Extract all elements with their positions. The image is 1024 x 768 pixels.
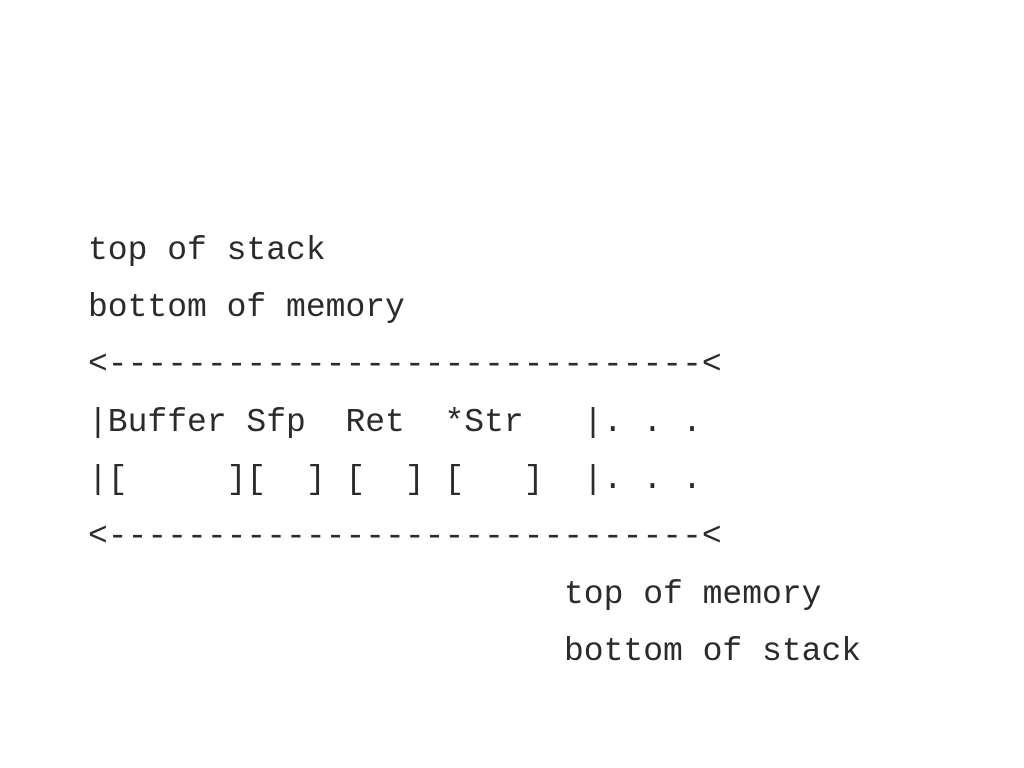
stack-brackets-row: |[ ][ ] [ ] [ ] |. . . xyxy=(88,461,702,498)
top-of-stack-label: top of stack xyxy=(88,232,326,269)
top-of-memory-label: top of memory xyxy=(564,576,822,613)
bottom-of-stack-label: bottom of stack xyxy=(564,633,862,670)
bottom-of-memory-label: bottom of memory xyxy=(88,289,405,326)
stack-divider-top: <------------------------------< xyxy=(88,346,722,383)
stack-fields-row: |Buffer Sfp Ret *Str |. . . xyxy=(88,404,702,441)
stack-divider-bottom: <------------------------------< xyxy=(88,518,722,555)
